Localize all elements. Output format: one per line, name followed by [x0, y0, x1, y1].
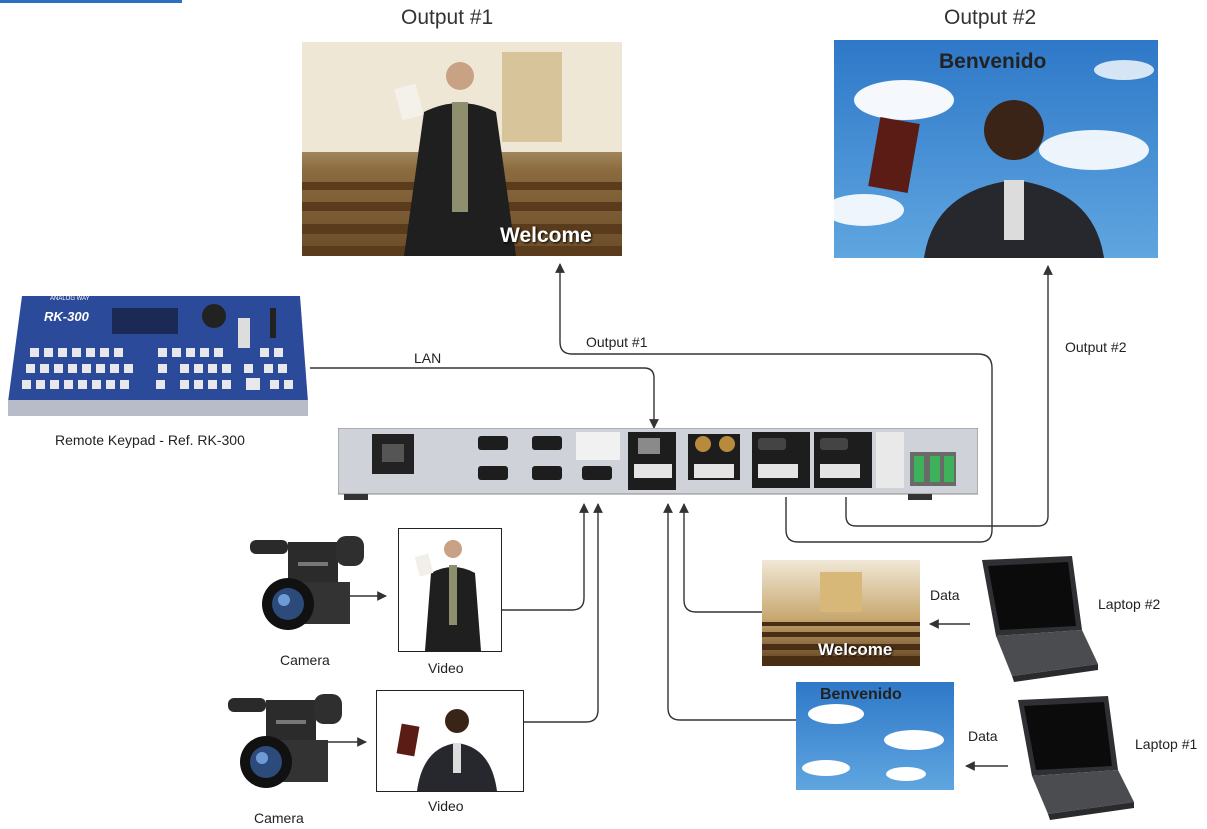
laptop2-label: Laptop #2 — [1098, 596, 1161, 612]
video-bottom-line — [522, 503, 603, 723]
keypad-model: RK-300 — [44, 309, 89, 324]
laptop2 — [978, 552, 1098, 686]
camera-bottom-label: Camera — [254, 810, 304, 826]
output2-line-label: Output #2 — [1065, 339, 1127, 355]
laptop2-data-label: Data — [930, 587, 960, 603]
video-bottom-label: Video — [428, 798, 464, 814]
output2-caption: Benvenido — [939, 50, 1047, 73]
laptop1-screen-image: Benvenido — [796, 682, 954, 790]
video-top-line — [502, 503, 589, 611]
output2-title: Output #2 — [944, 6, 1037, 29]
processor-rear-panel — [338, 428, 978, 500]
laptop2-screen-image: Welcome — [762, 560, 920, 666]
output2-screen: Benvenido — [834, 40, 1158, 258]
lan-label: LAN — [414, 350, 442, 366]
keypad-label: Remote Keypad - Ref. RK-300 — [55, 432, 245, 448]
laptop1-label: Laptop #1 — [1135, 736, 1198, 752]
laptop2-screen-caption: Welcome — [818, 640, 893, 659]
camera-top — [248, 532, 372, 642]
output1-line-label: Output #1 — [586, 334, 648, 350]
keypad-brand: ANALOG WAY — [50, 296, 90, 302]
laptop1-input-line — [663, 503, 796, 721]
output1-caption: Welcome — [500, 224, 592, 247]
remote-keypad: ANALOG WAY RK-300 — [8, 292, 308, 420]
video-bottom — [376, 690, 524, 792]
camera-bottom — [226, 690, 350, 800]
video-top — [398, 528, 502, 652]
output1-line — [555, 263, 993, 543]
output1-title: Output #1 — [401, 6, 494, 29]
camera-top-label: Camera — [280, 652, 330, 668]
laptop1 — [1014, 692, 1134, 822]
video-top-label: Video — [428, 660, 464, 676]
laptop1-screen-caption: Benvenido — [820, 686, 902, 703]
laptop1-data-label: Data — [968, 728, 998, 744]
output2-line — [845, 265, 1053, 527]
laptop2-input-line — [679, 503, 762, 613]
lan-line — [310, 367, 659, 429]
output1-screen: Welcome — [302, 42, 622, 256]
accent-bar — [0, 0, 182, 3]
